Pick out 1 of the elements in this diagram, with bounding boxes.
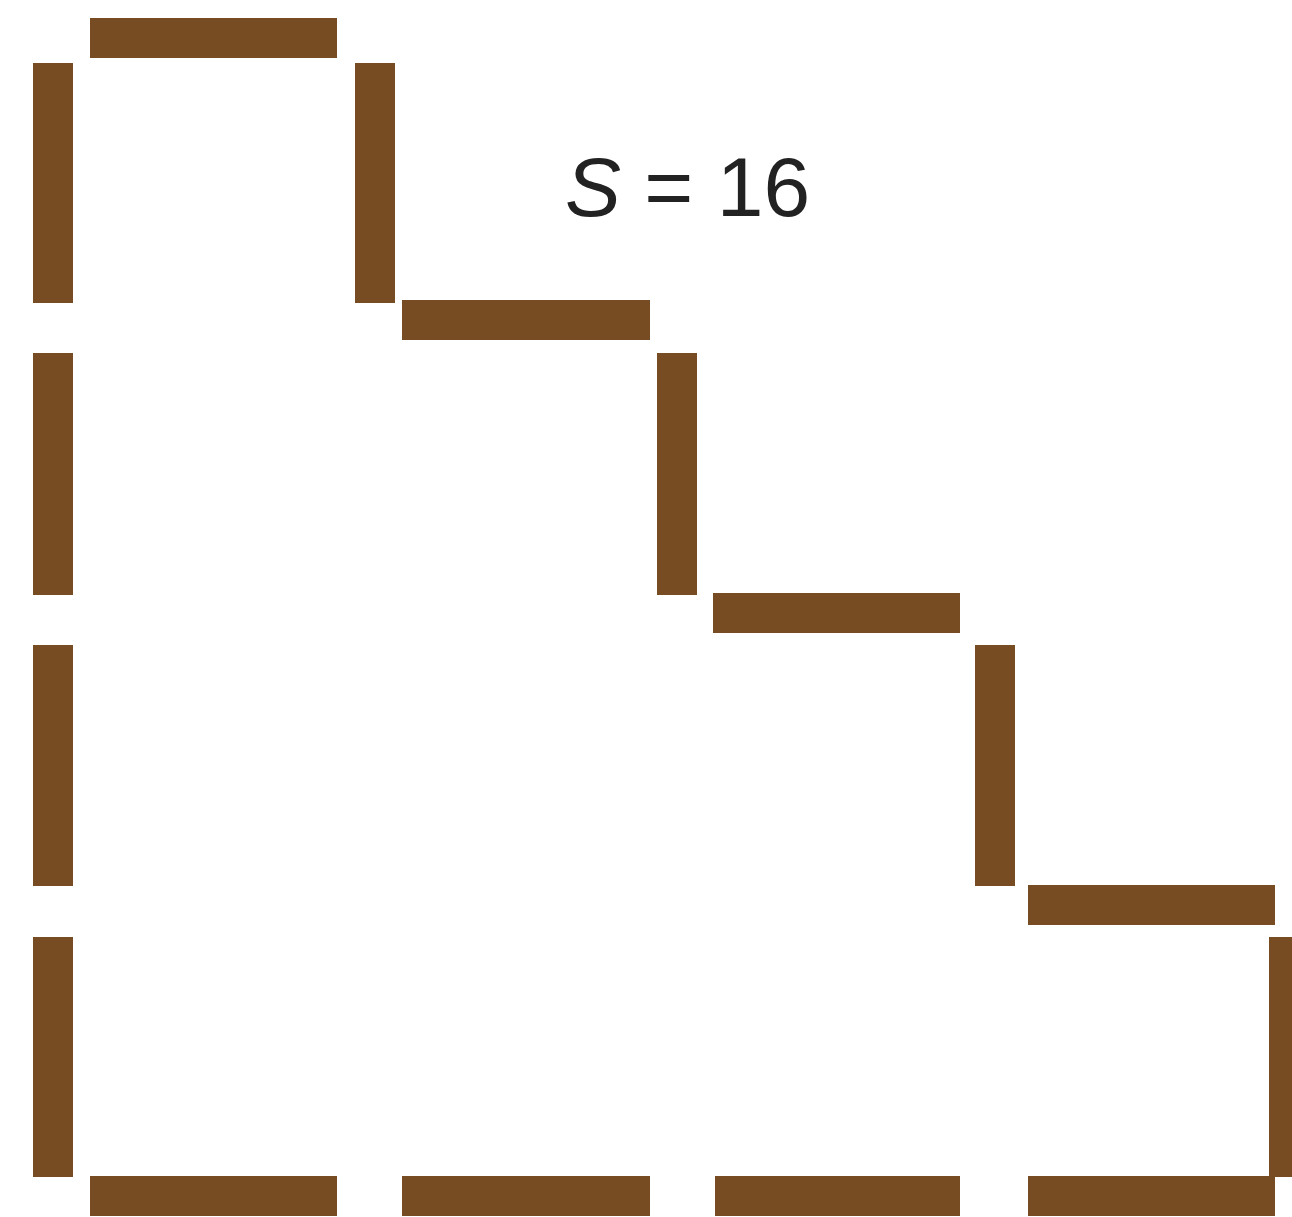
area-label: S = 16 (565, 145, 811, 229)
